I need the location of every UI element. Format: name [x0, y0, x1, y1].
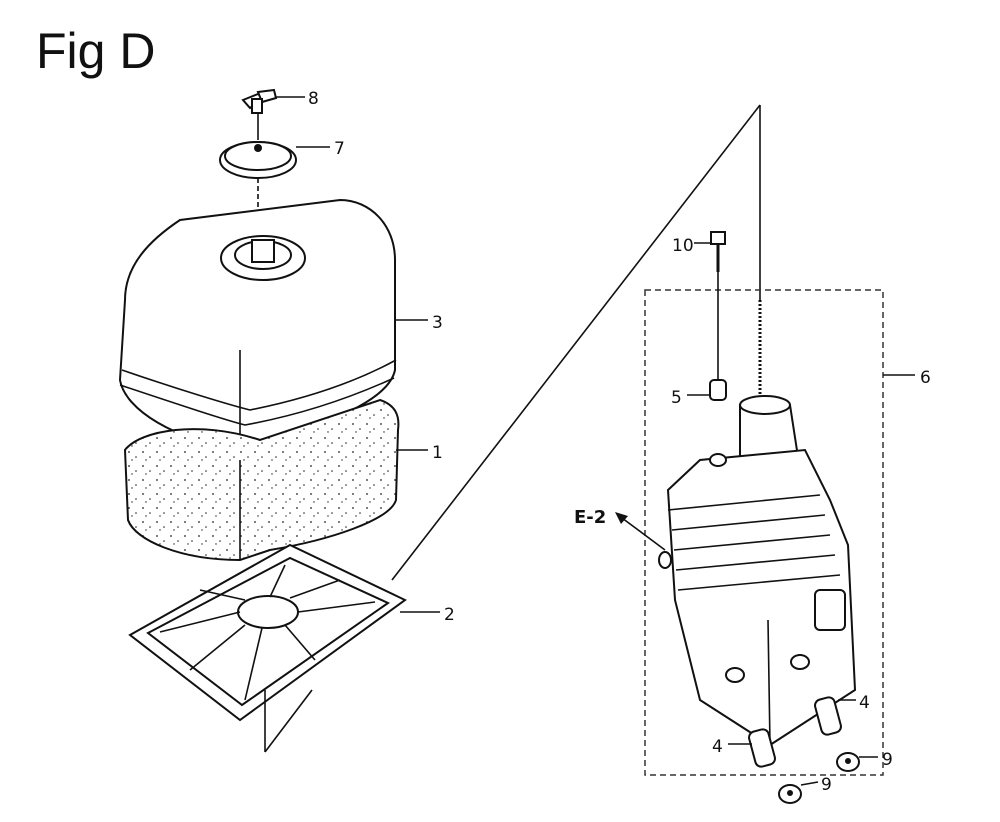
- bolt-part: [710, 231, 726, 272]
- nut-part-b: [836, 752, 860, 772]
- leader-9a: [800, 781, 819, 786]
- cover-cap-part: [219, 141, 297, 179]
- figure-title: Fig D: [36, 23, 156, 79]
- nut-part-a: [778, 784, 802, 804]
- foam-filter-element-part: [123, 398, 400, 562]
- e2-arrow-line: [621, 517, 666, 551]
- callout-9a: 9: [821, 775, 832, 795]
- filter-grid-base-part: [128, 543, 407, 722]
- callout-9b: 9: [882, 750, 893, 770]
- callout-5: 5: [671, 388, 682, 408]
- callout-2: 2: [444, 605, 455, 625]
- reference-connector-line: [391, 104, 761, 581]
- ref-line-diag: [264, 689, 313, 753]
- callout-8: 8: [308, 89, 319, 109]
- rubber-mount-part-a: [748, 728, 776, 768]
- e2-arrow-head-icon: [615, 512, 628, 524]
- rubber-mount-part-b: [814, 696, 842, 736]
- collar-part: [709, 379, 727, 401]
- callout-e2: E-2: [574, 507, 606, 528]
- air-cleaner-cover-part: [118, 198, 397, 452]
- assembly-boundary-box: [644, 289, 884, 776]
- callout-1: 1: [432, 443, 443, 463]
- callout-3: 3: [432, 313, 443, 333]
- callout-4b: 4: [859, 693, 870, 713]
- callout-10: 10: [672, 236, 694, 256]
- wing-nut-part: [241, 88, 278, 114]
- air-cleaner-case-part: [658, 395, 857, 747]
- callout-7: 7: [334, 139, 345, 159]
- callout-4a: 4: [712, 737, 723, 757]
- callout-6: 6: [920, 368, 931, 388]
